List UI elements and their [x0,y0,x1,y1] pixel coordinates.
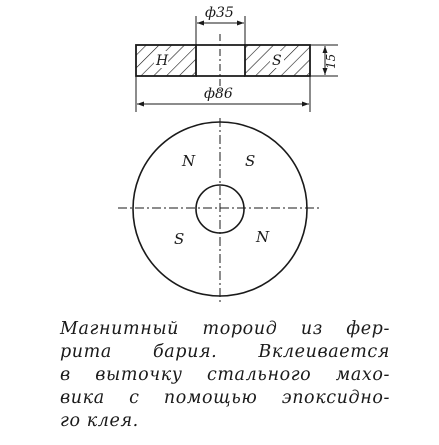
caption-line: Магнитный тороид из фер- [60,319,390,339]
caption-line: в выточку стального махо- [60,365,390,385]
section-left-pole-label: H [155,53,169,69]
caption-line: рита бария. Вклеивается [60,342,390,362]
caption-line: вика с помощью эпоксидно- [60,388,390,408]
pole-label-bottom-right: N [255,228,270,246]
inner-diameter-label: ф35 [205,5,234,21]
pole-label-top-left: N [181,152,196,170]
outer-diameter-label: ф86 [204,86,233,102]
caption-line: го клея. [60,411,139,431]
section-left-ring [135,44,197,77]
thickness-label: 15 [324,54,338,69]
plan-view: N S S N [118,118,320,302]
section-view: H S ф35 15 ф86 [135,5,338,112]
section-right-pole-label: S [272,53,282,69]
pole-label-top-right: S [245,152,255,170]
figure-caption: Магнитный тороид из фер- рита бария. Вкл… [60,318,390,433]
pole-label-bottom-left: S [174,230,184,248]
